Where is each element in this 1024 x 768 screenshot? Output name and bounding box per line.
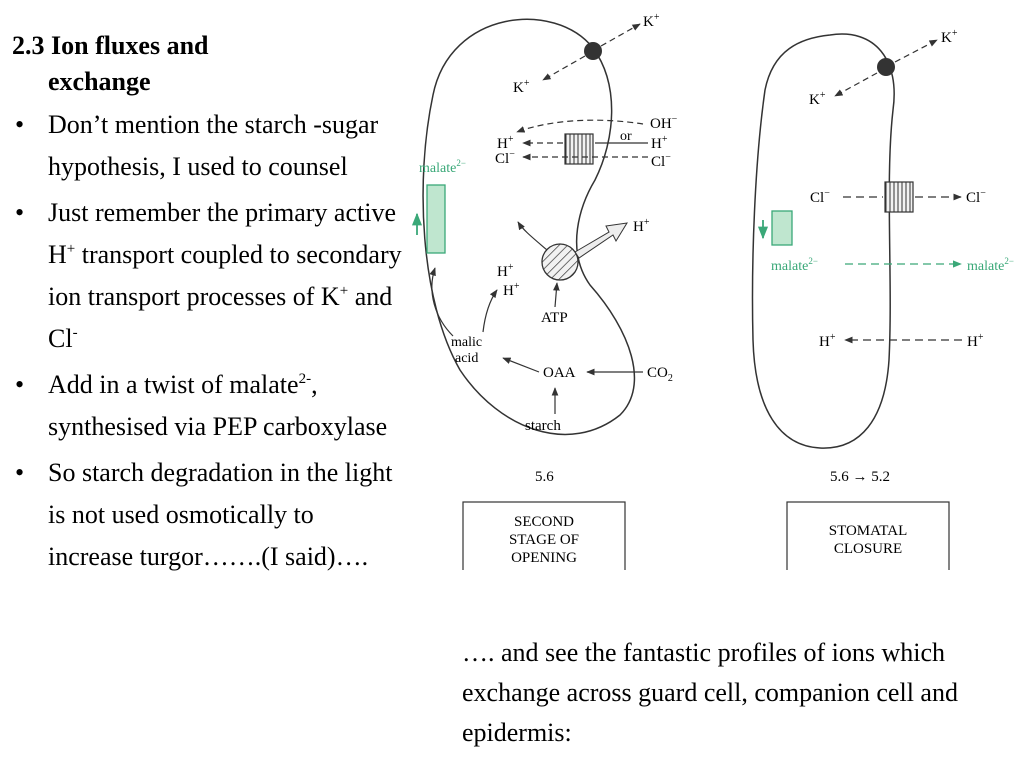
left-malic-acid-label-1: malic — [451, 335, 482, 350]
left-atp-arrow — [553, 282, 560, 308]
bullet-list: Don’t mention the starch -sugar hypothes… — [12, 104, 402, 578]
right-malate-bar — [771, 210, 793, 246]
right-k-in-label: K+ — [809, 90, 826, 108]
left-h-in-label: H+ — [497, 134, 514, 152]
left-oh-label: OH− — [650, 114, 678, 132]
right-malate-in-label: malate2− — [771, 256, 818, 274]
right-ph-label: 5.6 → 5.2 — [830, 469, 890, 485]
left-malate-label: malate2− — [419, 158, 466, 176]
left-k-influx-arrow — [542, 55, 586, 81]
right-h-out-label: H+ — [967, 332, 984, 350]
bullet-2-sup-c: - — [72, 325, 78, 341]
left-stage-line-2: STAGE OF — [509, 532, 579, 548]
left-malate-bar — [426, 184, 446, 254]
right-cl-in-label: Cl− — [810, 188, 830, 206]
left-co2-label: CO2 — [647, 365, 673, 384]
left-k-in-label: K+ — [513, 78, 530, 96]
bullet-2-sup-b: + — [339, 283, 349, 299]
bullet-2-text-b: transport coupled to secondary ion trans… — [48, 240, 402, 311]
left-or-label: or — [620, 129, 632, 144]
bullet-2-text-c: and Cl — [48, 282, 393, 353]
left-atp-label: ATP — [541, 310, 568, 326]
right-stage-line-2: CLOSURE — [834, 541, 902, 557]
left-panel: K+ K+ OH− or H+ Cl− H+ Cl− malate2− H+ H… — [411, 12, 678, 570]
left-h-pump-arrow — [574, 222, 628, 259]
left-k-out-label: K+ — [643, 12, 660, 30]
guard-cell-diagram: K+ K+ OH− or H+ Cl− H+ Cl− malate2− H+ H… — [411, 12, 1014, 570]
bullet-malate: Add in a twist of malate2-, synthesised … — [12, 364, 402, 448]
left-cl-out-label: Cl− — [651, 152, 671, 170]
left-cl-in-label: Cl− — [495, 149, 515, 167]
left-stage-box — [462, 501, 626, 570]
bullet-3-text-b: , synthesised via PEP carboxylase — [48, 370, 388, 441]
right-stage-box — [786, 501, 950, 570]
right-k-influx-arrow — [834, 72, 878, 97]
slide-heading: 2.3 Ion fluxes and exchange — [12, 28, 402, 100]
bullet-2-sup-a: + — [66, 241, 76, 257]
right-malate-out-label: malate2− — [967, 256, 1014, 274]
left-starch-label: starch — [525, 418, 561, 434]
left-oaa-to-malic-arrow — [502, 357, 540, 373]
left-atpase-icon — [541, 243, 579, 281]
left-pump-return-arrow — [517, 221, 548, 251]
bullet-starch-sugar: Don’t mention the starch -sugar hypothes… — [12, 104, 402, 188]
heading-line-2: exchange — [48, 67, 151, 96]
right-h-in-label: H+ — [819, 332, 836, 350]
left-k-efflux-arrow — [600, 23, 641, 47]
left-guard-cell-outline — [422, 18, 636, 436]
left-malic-to-h-arrow — [482, 289, 498, 333]
left-malic-acid-label-2: acid — [455, 351, 478, 366]
heading-line-1: 2.3 Ion fluxes and — [12, 31, 209, 60]
left-h-pump-label: H+ — [633, 217, 650, 235]
bullet-1-text: Don’t mention the starch -sugar hypothes… — [48, 110, 379, 181]
caption-text: …. and see the fantastic profiles of ion… — [462, 638, 958, 747]
right-guard-cell-outline — [751, 33, 895, 449]
left-h-a-label: H+ — [497, 262, 514, 280]
bullet-3-sup: 2- — [298, 371, 312, 387]
slide-text: 2.3 Ion fluxes and exchange Don’t mentio… — [12, 28, 402, 582]
left-ph-label: 5.6 — [535, 469, 554, 485]
right-cl-out-label: Cl− — [966, 188, 986, 206]
right-cl-channel-icon — [884, 181, 914, 213]
right-k-efflux-arrow — [894, 39, 938, 63]
right-k-channel-icon — [877, 58, 895, 76]
left-k-channel-icon — [584, 42, 602, 60]
left-stage-line-3: OPENING — [511, 550, 577, 566]
left-malic-to-malate-arrow — [429, 267, 454, 337]
left-h-out-label: H+ — [651, 134, 668, 152]
right-stage-line-1: STOMATAL — [829, 523, 908, 539]
left-stage-line-1: SECOND — [514, 514, 574, 530]
left-oaa-label: OAA — [543, 365, 576, 381]
bullet-3-text-a: Add in a twist of malate — [48, 370, 299, 399]
left-h-b-label: H+ — [503, 281, 520, 299]
bullet-starch-degradation: So starch degradation in the light is no… — [12, 452, 402, 578]
bullet-proton-transport: Just remember the primary active H+ tran… — [12, 192, 402, 360]
left-antiporter-icon — [564, 133, 594, 165]
right-panel: K+ K+ Cl− Cl− malate2− malate2− H+ H+ 5.… — [751, 28, 1014, 570]
bullet-2-text-a: Just remember the primary active H — [48, 198, 396, 269]
left-oh-influx-arrow — [516, 119, 644, 133]
bullet-4-text: So starch degradation in the light is no… — [48, 458, 393, 571]
right-k-out-label: K+ — [941, 28, 958, 46]
